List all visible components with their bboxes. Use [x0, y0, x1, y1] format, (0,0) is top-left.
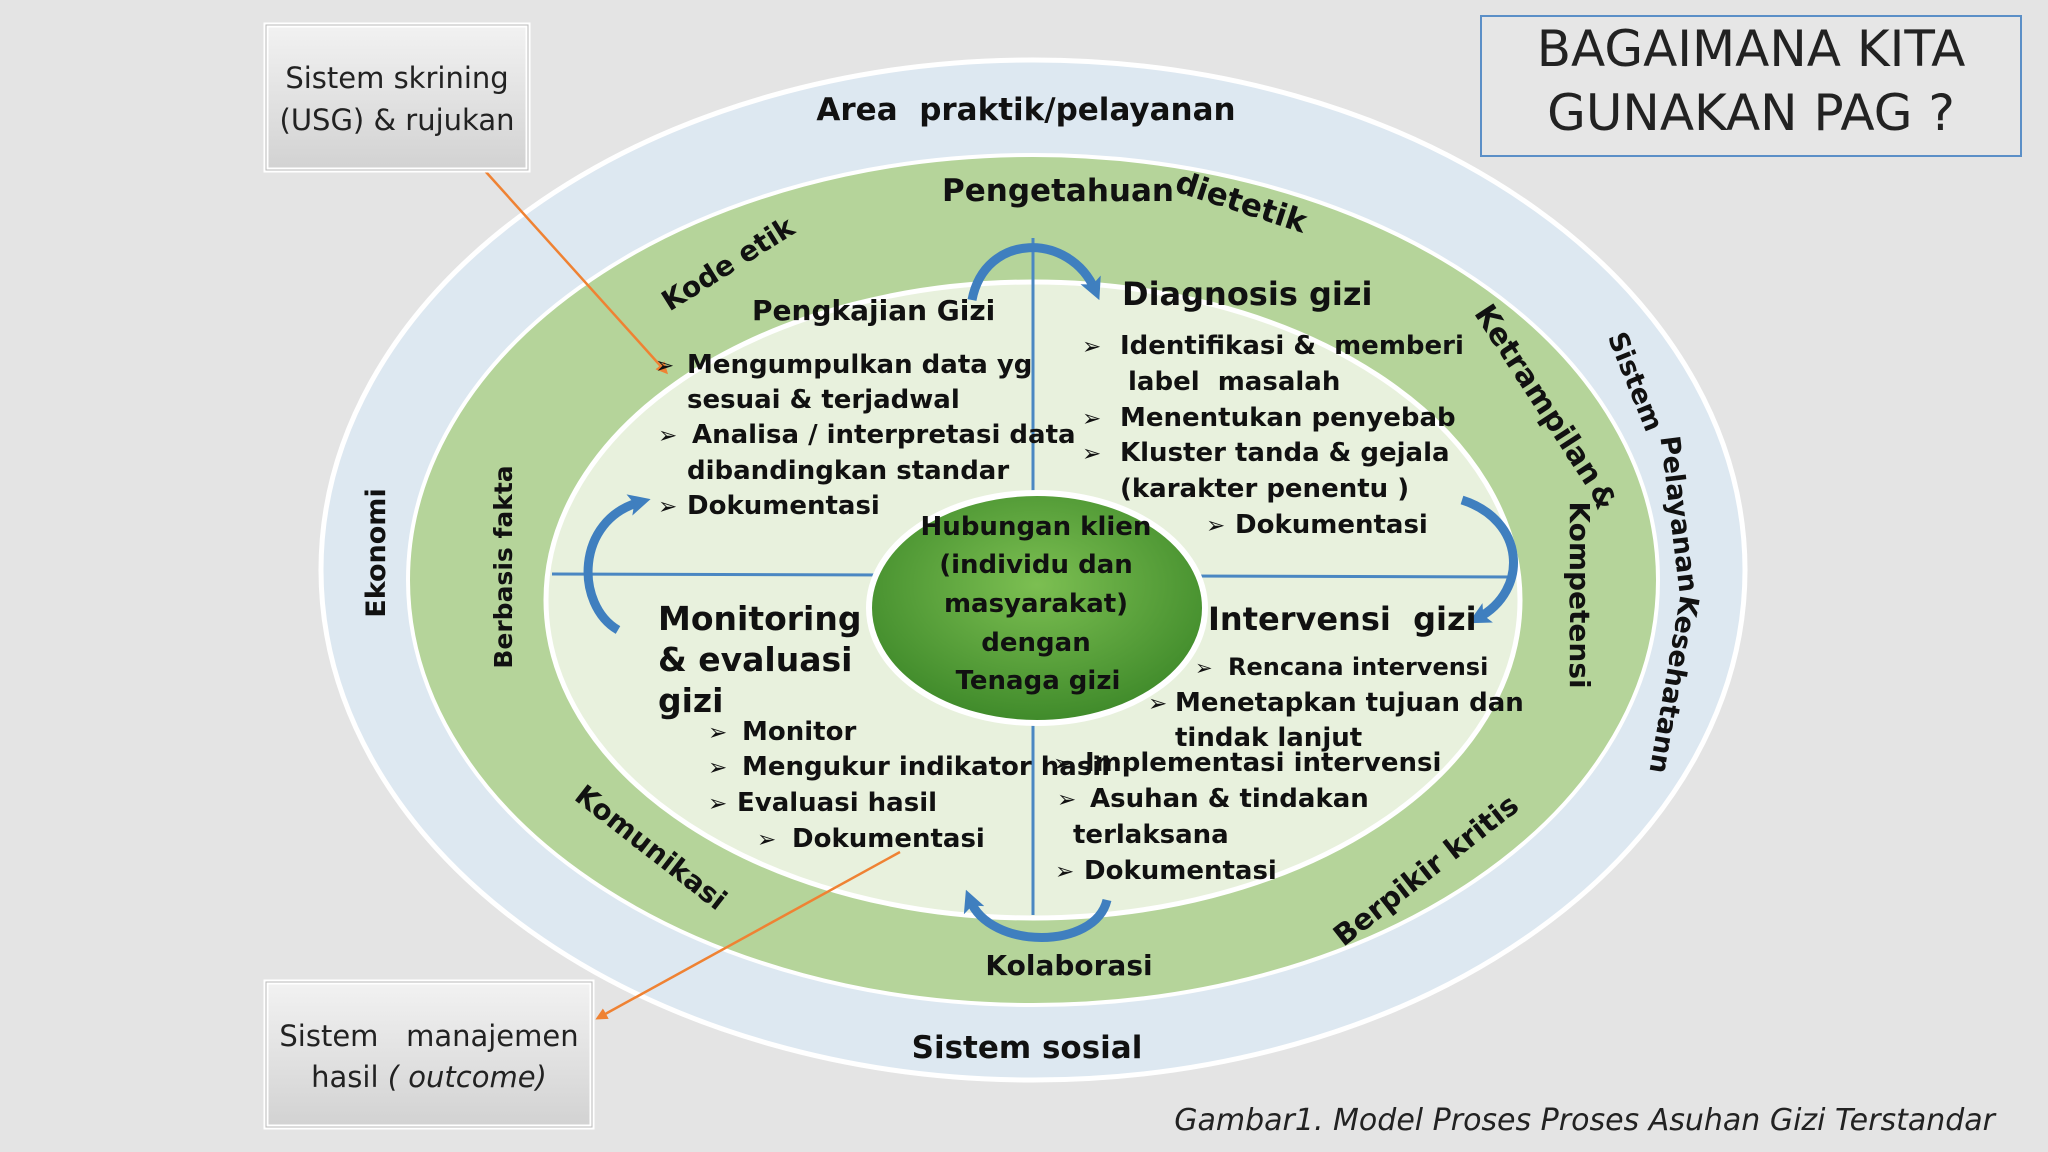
intervention-item: Implementasi intervensi — [1085, 748, 1441, 778]
callout-bottom-line-1: Sistem manajemen — [279, 1019, 578, 1053]
center-ellipse — [866, 490, 1208, 726]
bullet-glyph: ➢ — [708, 720, 727, 746]
cycle-arrow-top — [967, 243, 1101, 302]
callout-box-bottom — [263, 979, 595, 1130]
label-ekonomi: Ekonomi — [361, 488, 392, 617]
monitoring-item: Evaluasi hasil — [737, 788, 937, 818]
intervention-item: Asuhan & tindakan — [1090, 784, 1369, 814]
callout-box-top — [263, 22, 531, 173]
cycle-arrow-left — [583, 494, 651, 634]
cycle-arrow-bottom — [963, 889, 1112, 942]
bullet-glyph: ➢ — [1148, 691, 1167, 717]
title-line-1: BAGAIMANA KITA — [1537, 20, 1966, 78]
center-line: masyarakat) — [944, 589, 1128, 619]
bullet-glyph: ➢ — [1082, 441, 1101, 467]
assessment-item: Analisa / interpretasi data — [692, 420, 1076, 450]
callout-top-line-1: Sistem skrining — [285, 61, 508, 95]
intervention-title: Intervensi gizi — [1208, 600, 1477, 638]
monitoring-item: Mengukur indikator hasil — [742, 752, 1110, 782]
bullet-glyph: ➢ — [757, 827, 776, 853]
diagnosis-item: label masalah — [1128, 367, 1340, 397]
callout-top-line-2: (USG) & rujukan — [280, 103, 515, 137]
callout-arrow-bottom — [595, 850, 901, 1020]
label-sistem-sosial: Sistem sosial — [912, 1030, 1143, 1066]
bullet-glyph: ➢ — [1206, 513, 1225, 539]
quadrant-assessment: Pengkajian Gizi ➢ Mengumpulkan data yg s… — [655, 294, 1076, 521]
assessment-title: Pengkajian Gizi — [752, 294, 995, 327]
diagnosis-item: Dokumentasi — [1235, 510, 1428, 540]
quadrant-monitoring: Monitoring & evaluasi gizi ➢ Monitor ➢ M… — [658, 599, 1110, 854]
intervention-item: Dokumentasi — [1084, 856, 1277, 886]
quadrant-intervention: Intervensi gizi ➢ Rencana intervensi ➢ M… — [1053, 600, 1524, 886]
intervention-item: terlaksana — [1073, 820, 1229, 850]
monitoring-title-2: & evaluasi — [658, 640, 852, 679]
title-line-2: GUNAKAN PAG ? — [1547, 84, 1955, 142]
monitoring-title-3: gizi — [658, 681, 723, 720]
bullet-glyph: ➢ — [655, 353, 674, 379]
diagnosis-item: Menentukan penyebab — [1120, 403, 1456, 433]
center-line: dengan — [981, 628, 1090, 658]
diagnosis-item: (karakter penentu ) — [1120, 474, 1409, 504]
figure-caption: Gambar1. Model Proses Proses Asuhan Gizi… — [1174, 1103, 1996, 1138]
assessment-item: dibandingkan standar — [687, 456, 1009, 486]
bullet-glyph: ➢ — [1195, 656, 1213, 680]
label-kolaborasi: Kolaborasi — [985, 949, 1152, 982]
title-box — [1480, 15, 2022, 157]
callout-arrow-top — [476, 161, 669, 375]
label-area-praktik: Area praktik/pelayanan — [816, 92, 1235, 128]
center-line: Hubungan klien — [921, 512, 1152, 542]
intervention-item: tindak lanjut — [1175, 723, 1362, 753]
intervention-item: Menetapkan tujuan dan — [1175, 688, 1524, 718]
bullet-glyph: ➢ — [1082, 406, 1101, 432]
bullet-glyph: ➢ — [708, 755, 727, 781]
center-text: Hubungan klien (individu dan masyarakat)… — [921, 512, 1152, 696]
monitoring-item: Monitor — [742, 717, 856, 747]
center-line: (individu dan — [939, 550, 1133, 580]
bullet-glyph: ➢ — [658, 423, 677, 449]
diagnosis-item: Identifikasi & memberi — [1120, 331, 1464, 361]
diagnosis-item: Kluster tanda & gejala — [1120, 438, 1450, 468]
cycle-arrow-right — [1460, 495, 1518, 624]
bullet-glyph: ➢ — [1053, 751, 1072, 777]
bullet-glyph: ➢ — [1055, 859, 1074, 885]
assessment-item: Dokumentasi — [687, 491, 880, 521]
callout-bottom-line-2: hasil ( outcome) — [311, 1060, 547, 1094]
label-pengetahuan: Pengetahuan — [942, 173, 1174, 209]
bullet-glyph: ➢ — [1082, 334, 1101, 360]
quadrant-diagnosis: Diagnosis gizi ➢ Identifikasi & memberi … — [1082, 275, 1464, 540]
label-kompetensi: Kompetensi — [1563, 501, 1596, 688]
bullet-glyph: ➢ — [658, 494, 677, 520]
diagnosis-title: Diagnosis gizi — [1122, 275, 1372, 313]
bullet-glyph: ➢ — [1057, 787, 1076, 813]
bullet-glyph: ➢ — [708, 791, 727, 817]
intervention-item: Rencana intervensi — [1228, 653, 1488, 681]
monitoring-title-1: Monitoring — [658, 599, 861, 638]
assessment-item: Mengumpulkan data yg — [687, 350, 1032, 380]
monitoring-item: Dokumentasi — [792, 824, 985, 854]
assessment-item: sesuai & terjadwal — [687, 385, 960, 415]
center-line: Tenaga gizi — [956, 666, 1121, 696]
label-berbasis-fakta: Berbasis fakta — [489, 465, 518, 668]
